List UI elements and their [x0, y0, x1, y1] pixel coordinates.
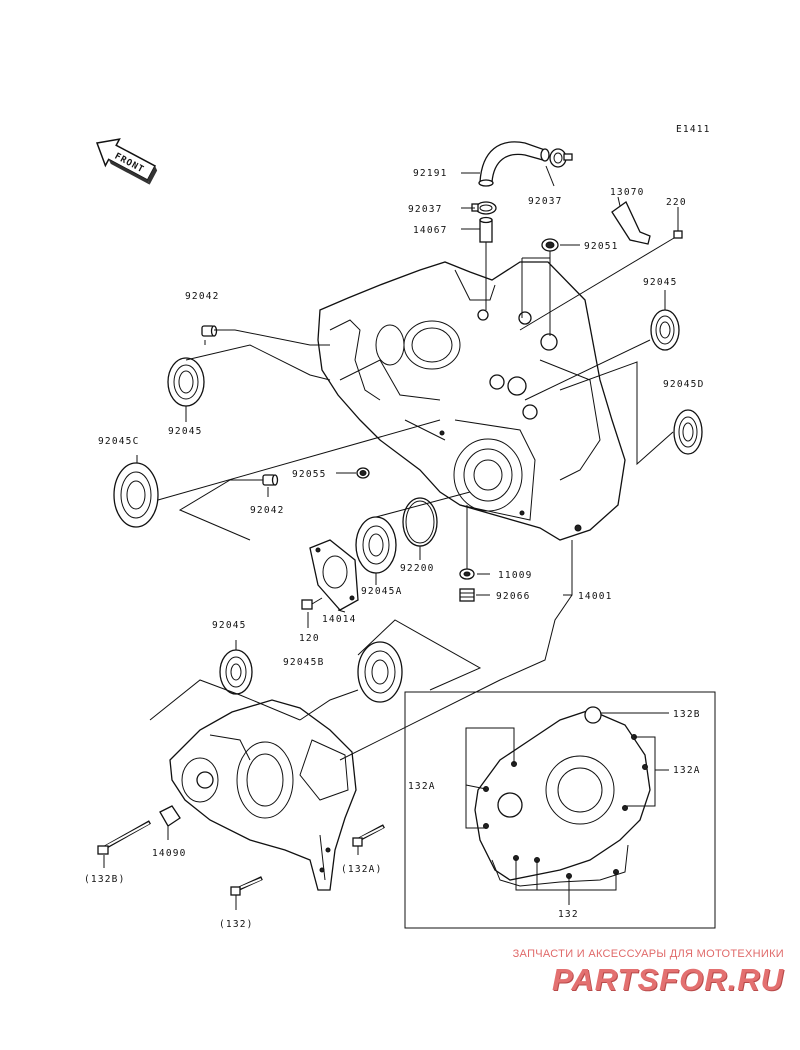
bearing-92045a-icon [355, 516, 397, 574]
label-92042-lower: 92042 [250, 505, 285, 516]
label-92037-lower: 92037 [408, 204, 443, 215]
label-92037-top: 92037 [528, 196, 563, 207]
label-14090: 14090 [152, 848, 187, 859]
part-labels: 92191 92037 92037 14067 13070 220 92051 … [84, 168, 705, 930]
bearing-92045c-icon [113, 462, 159, 528]
breather-hose-icon [478, 141, 550, 187]
dowel-pin-lower-icon [262, 474, 279, 486]
fitting-14067-icon [479, 216, 493, 243]
label-132: 132 [558, 909, 579, 920]
label-92045-lower: 92045 [212, 620, 247, 631]
plate-14090-icon [159, 805, 181, 827]
seal-92055-icon [356, 467, 370, 479]
bearing-92045-lower-icon [219, 649, 253, 695]
bearing-92045-right-icon [650, 309, 680, 351]
label-132a-inset: 132A [408, 781, 436, 792]
label-14014: 14014 [322, 614, 357, 625]
watermark-logo: PARTSFOR.RU [551, 962, 784, 997]
label-92042-upper: 92042 [185, 291, 220, 302]
label-14067: 14067 [413, 225, 448, 236]
label-14001: 14001 [578, 591, 613, 602]
label-92045-left: 92045 [168, 426, 203, 437]
lower-crankcase-icon [169, 699, 357, 891]
inset-leaders [465, 712, 669, 905]
front-arrow-icon: FRONT [95, 138, 158, 185]
hose-clamp-lower-icon [471, 201, 497, 215]
label-92051: 92051 [584, 241, 619, 252]
bolt-120-icon [301, 597, 323, 610]
retainer-14014-icon [309, 539, 359, 611]
side-cover-icon [474, 706, 651, 887]
hose-clamp-top-icon [549, 148, 573, 168]
bracket-icon [611, 201, 651, 245]
watermark: ЗАПЧАСТИ И АКСЕССУАРЫ ДЛЯ МОТОТЕХНИКИ PA… [484, 948, 784, 998]
label-92066: 92066 [496, 591, 531, 602]
label-13070: 13070 [610, 187, 645, 198]
label-92045-right: 92045 [643, 277, 678, 288]
bolt-132a-icon [352, 824, 385, 847]
label-92045c: 92045C [98, 436, 140, 447]
label-120: 120 [299, 633, 320, 644]
bolt-220-icon [673, 224, 683, 239]
watermark-tagline: ЗАПЧАСТИ И АКСЕССУАРЫ ДЛЯ МОТОТЕХНИКИ [512, 948, 784, 960]
label-220: 220 [666, 197, 687, 208]
bearing-92045b-icon [357, 641, 403, 703]
inset-box [404, 691, 716, 929]
diagram-code: E1411 [676, 124, 711, 135]
upper-crankcase-icon [317, 261, 626, 541]
label-132a: 132A [673, 765, 701, 776]
bearing-92045d-icon [673, 409, 703, 455]
label-132b-bolt: (132B) [84, 874, 126, 885]
label-132a-bolt: (132A) [341, 864, 383, 875]
label-92191: 92191 [413, 168, 448, 179]
bearing-92045-left-icon [167, 357, 205, 407]
label-92045b: 92045B [283, 657, 325, 668]
seal-92051-icon [541, 238, 559, 252]
label-92200: 92200 [400, 563, 435, 574]
label-92045d: 92045D [663, 379, 705, 390]
bolt-132b-icon [97, 820, 151, 855]
drain-washer-icon [459, 568, 475, 580]
dowel-pin-upper-icon [201, 325, 218, 337]
label-92055: 92055 [292, 469, 327, 480]
label-11009: 11009 [498, 570, 533, 581]
leader-lines [103, 165, 679, 910]
bolt-132-icon [230, 876, 263, 896]
drain-plug-icon [459, 588, 475, 602]
label-132-bolt: (132) [219, 919, 254, 930]
label-92045a: 92045A [361, 586, 403, 597]
label-132b: 132B [673, 709, 701, 720]
